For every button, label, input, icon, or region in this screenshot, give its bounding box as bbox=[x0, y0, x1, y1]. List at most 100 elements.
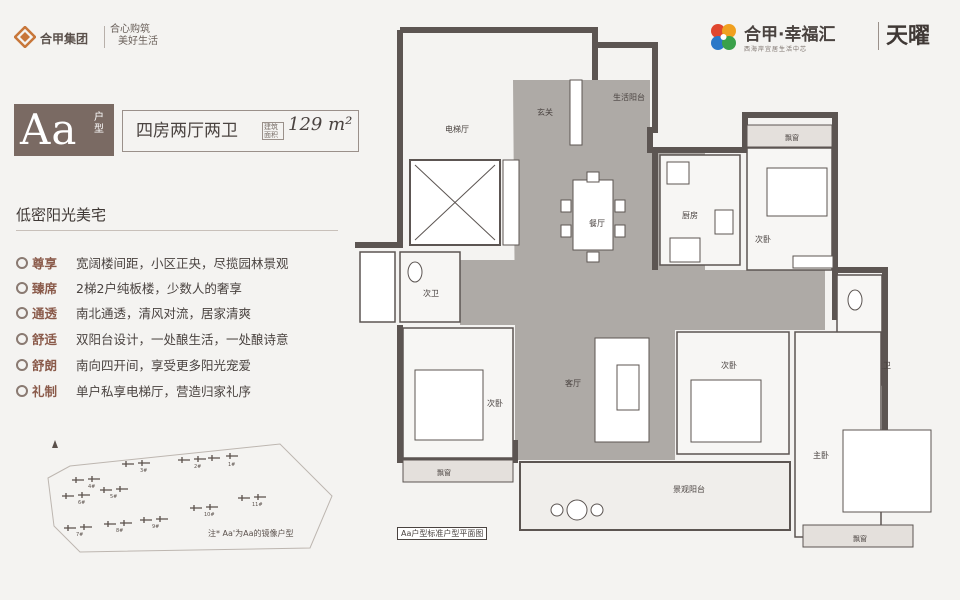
view-balcony bbox=[519, 461, 791, 531]
wall-top-left bbox=[400, 27, 598, 80]
balcony-chair bbox=[550, 503, 564, 517]
room-label-bay-window: 飘窗 bbox=[437, 468, 451, 477]
room-label-master-bath: 主卫 bbox=[875, 360, 891, 370]
mirror-note: 注* Aa'为Aa的镜像户型 bbox=[208, 529, 294, 538]
project-logo-name: 合甲·幸福汇 bbox=[744, 25, 836, 45]
project-logo-big: 天曜 bbox=[886, 24, 931, 49]
coffee-table bbox=[616, 364, 640, 411]
building-label: 5# bbox=[110, 494, 117, 500]
bay-window-west bbox=[402, 459, 514, 483]
room-label-view-balcony: 景观阳台 bbox=[673, 484, 705, 494]
toilet-icon bbox=[847, 289, 863, 311]
room-label-living: 客厅 bbox=[565, 378, 581, 388]
subtitle-divider bbox=[16, 230, 338, 231]
dining-chair bbox=[586, 171, 600, 183]
room-label-elevator-hall: 电梯厅 bbox=[445, 124, 469, 134]
wall-bedroom-right bbox=[653, 112, 838, 320]
building-label: 7# bbox=[76, 532, 83, 538]
balcony-chair bbox=[590, 503, 604, 517]
building-10 bbox=[190, 504, 218, 511]
building-label: 11# bbox=[252, 502, 263, 508]
floor-hallway bbox=[460, 260, 520, 325]
dining-chair bbox=[586, 251, 600, 263]
dining-chair bbox=[614, 199, 626, 213]
building-3 bbox=[122, 460, 150, 467]
room-label-bedroom: 次卧 bbox=[755, 234, 771, 244]
brand-slogan: 合心购筑 美好生活 bbox=[110, 24, 158, 48]
unit-type-badge bbox=[14, 104, 114, 156]
building-9 bbox=[140, 516, 168, 523]
dining-chair bbox=[614, 224, 626, 238]
room-label-bedroom: 次卧 bbox=[487, 398, 503, 408]
dining-table bbox=[572, 179, 614, 251]
stove-icon bbox=[714, 209, 734, 235]
hejia-logo-icon bbox=[14, 26, 36, 48]
building-8 bbox=[104, 520, 132, 527]
brand-slogan-line1: 合心购筑 bbox=[110, 24, 150, 35]
ring-icon bbox=[16, 359, 28, 371]
project-logo-sub: 西海岸宜居生活中芯 bbox=[744, 46, 808, 53]
unit-type-code: Aa bbox=[20, 105, 78, 154]
north-arrow-icon bbox=[52, 440, 58, 448]
second-bath bbox=[399, 251, 461, 323]
unit-rooms: 四房两厅两卫 bbox=[136, 121, 238, 141]
room-label-entrance: 玄关 bbox=[537, 107, 553, 117]
feature-item: 通透南北通透，清风对流，居家清爽 bbox=[16, 303, 251, 322]
bed-master bbox=[842, 429, 932, 513]
building-5 bbox=[100, 486, 128, 493]
unit-area: 129 m² bbox=[288, 114, 353, 135]
brand-slogan-line2: 美好生活 bbox=[118, 36, 158, 47]
building-label: 4# bbox=[88, 484, 95, 490]
bay-window-north bbox=[746, 124, 833, 148]
building-7 bbox=[64, 524, 92, 531]
feature-item: 舒朗南向四开间，享受更多阳光宠爱 bbox=[16, 355, 251, 374]
building-label: 9# bbox=[152, 524, 159, 530]
building-6 bbox=[62, 492, 90, 499]
room-label-second-bath: 次卫 bbox=[423, 288, 439, 298]
feature-item: 尊享宽阔楼间距，小区正央，尽揽园林景观 bbox=[16, 253, 289, 272]
building-label: 2# bbox=[194, 464, 201, 470]
building-1 bbox=[208, 453, 238, 461]
wall-master-bath bbox=[835, 267, 888, 450]
room-label-bay-window: 飘窗 bbox=[785, 133, 799, 142]
ring-icon bbox=[16, 257, 28, 269]
wardrobe bbox=[792, 255, 834, 269]
room-label-living-balcony: 生活阳台 bbox=[613, 92, 645, 102]
unit-type-sub: 户型 bbox=[94, 112, 104, 135]
unit-info-box bbox=[122, 110, 359, 152]
room-label-kitchen: 厨房 bbox=[682, 210, 698, 220]
building-label: 6# bbox=[78, 500, 85, 506]
room-label-bay-window: 飘窗 bbox=[853, 534, 867, 543]
ring-icon bbox=[16, 385, 28, 397]
toilet-icon bbox=[407, 261, 423, 283]
sink-icon bbox=[666, 161, 690, 185]
wall-left bbox=[355, 30, 403, 248]
ring-icon bbox=[16, 282, 28, 294]
bed-north bbox=[766, 167, 828, 217]
plan-label: Aa户型标准户型平面图 bbox=[397, 527, 488, 540]
site-plan: 1# 2# 3# 4# 5# 6# 7# 8# 9# 10# 11# bbox=[47, 440, 333, 553]
area-tag: 建筑面积 bbox=[262, 122, 284, 140]
shoe-cabinet bbox=[569, 79, 583, 146]
ring-icon bbox=[16, 307, 28, 319]
dining-chair bbox=[560, 224, 572, 238]
building-label: 3# bbox=[140, 468, 147, 474]
balcony-table bbox=[566, 499, 588, 521]
bed-south bbox=[690, 379, 762, 443]
floor-plan: 电梯厅 玄关 生活阳台 餐厅 厨房 飘窗 次卧 次卫 次卧 飘窗 客厅 次卧 bbox=[355, 27, 932, 548]
project-logo-divider bbox=[878, 22, 879, 50]
brand-divider bbox=[104, 26, 105, 48]
room-label-master-bedroom: 主卧 bbox=[813, 450, 829, 460]
brand-name: 合甲集团 bbox=[40, 32, 89, 46]
building-label: 10# bbox=[204, 512, 215, 518]
feature-item: 礼制单户私享电梯厅，营造归家礼序 bbox=[16, 381, 251, 400]
bed-west bbox=[414, 369, 484, 441]
building-4 bbox=[72, 476, 100, 483]
building-2 bbox=[178, 456, 206, 463]
shower-area bbox=[359, 251, 396, 323]
fridge bbox=[669, 237, 701, 263]
building-11 bbox=[238, 494, 266, 501]
building-label: 8# bbox=[116, 528, 123, 534]
ring-icon bbox=[16, 333, 28, 345]
